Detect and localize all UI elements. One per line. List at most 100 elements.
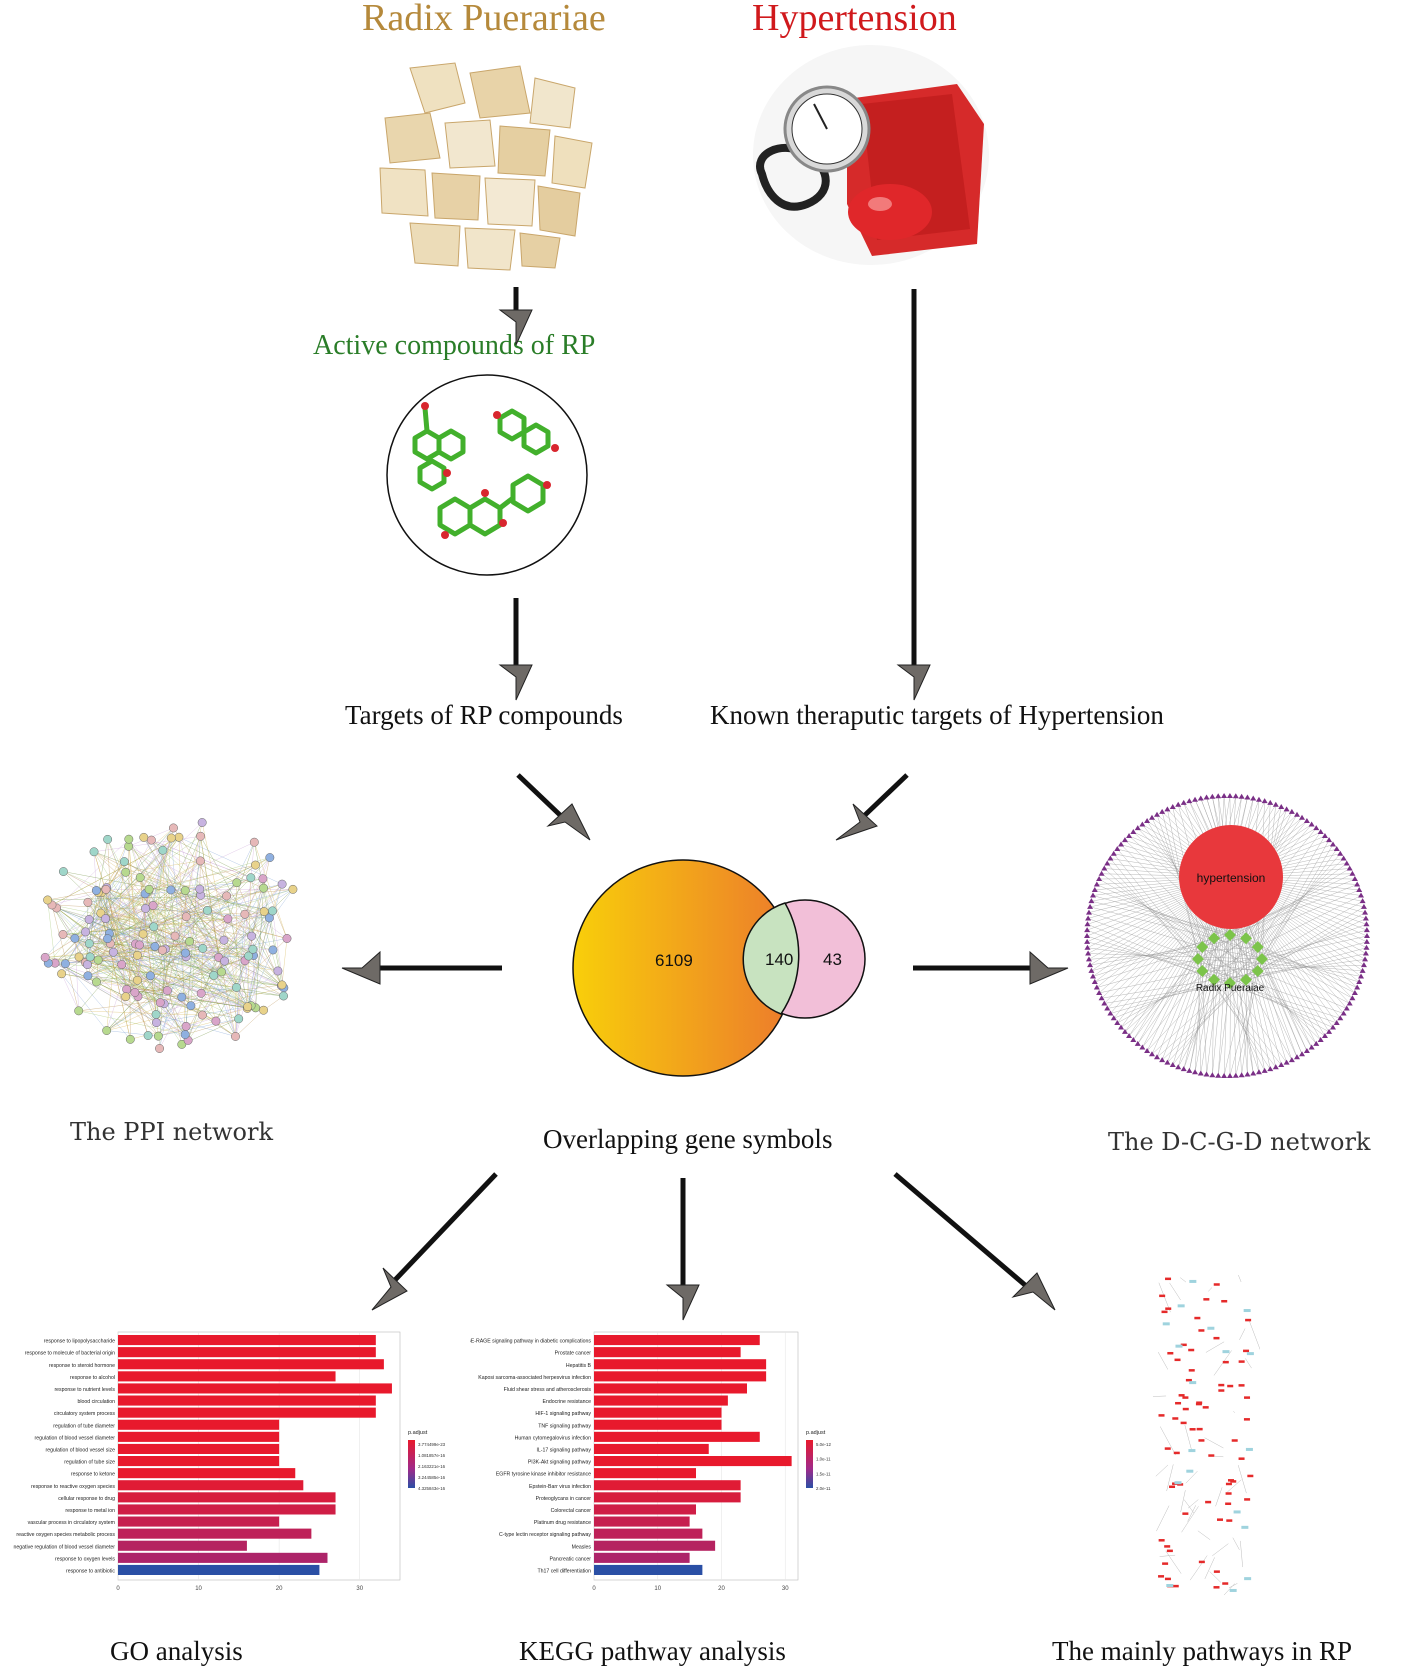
bar (118, 1431, 280, 1442)
category-label: Human cytomegalovirus infection (515, 1435, 592, 1441)
venn-left-count: 6109 (655, 951, 693, 970)
category-label: Pancreatic cancer (549, 1556, 591, 1562)
category-label: regulation of tube diameter (53, 1423, 115, 1429)
category-label: response to steroid hormone (49, 1363, 115, 1369)
venn-diagram: 6109 140 43 (572, 859, 866, 1077)
category-label: response to oxygen levels (55, 1556, 115, 1562)
arrowhead-8 (371, 1267, 408, 1311)
targets-rp-label: Targets of RP compounds (345, 700, 623, 730)
hypertension-node-label: hypertension (1197, 871, 1266, 885)
bar (594, 1431, 760, 1442)
bar (118, 1407, 376, 1418)
bar (118, 1516, 280, 1527)
bar (594, 1528, 703, 1539)
bar (594, 1347, 741, 1358)
legend-tick-label: 1.081857e-16 (418, 1453, 446, 1458)
bar (594, 1443, 709, 1454)
bar (118, 1480, 304, 1491)
category-label: Platinum drug resistance (534, 1520, 591, 1526)
x-tick-label: 30 (782, 1586, 789, 1592)
category-label: Colorectal cancer (551, 1508, 592, 1514)
arrowhead-7 (1029, 950, 1069, 985)
category-label: blood circulation (78, 1399, 116, 1405)
legend-tick-label: 4.325843e-16 (418, 1486, 446, 1491)
bar (594, 1564, 703, 1575)
arrow-known-to-venn (863, 773, 909, 817)
category-label: negative regulation of blood vessel diam… (13, 1544, 115, 1550)
radix-puerariae-title: Radix Puerariae (362, 0, 606, 39)
bar (594, 1395, 728, 1406)
category-label: Measles (572, 1544, 592, 1550)
category-label: response to molecule of bacterial origin (25, 1351, 115, 1357)
arrowhead-4 (546, 803, 591, 841)
bar (118, 1347, 376, 1358)
bar (594, 1492, 741, 1503)
bar (594, 1552, 690, 1563)
known-targets-label: Known theraputic targets of Hypertension (710, 700, 1164, 730)
kegg-analysis-label: KEGG pathway analysis (519, 1636, 786, 1666)
bar (118, 1564, 320, 1575)
dcgd-label: The D-C-G-D network (1108, 1128, 1371, 1156)
category-label: Th17 cell differentiation (537, 1568, 591, 1574)
venn-right-count: 43 (823, 950, 842, 969)
compounds-molecule-circle (386, 374, 588, 576)
x-tick-label: 20 (718, 1586, 725, 1592)
category-label: regulation of tube size (64, 1460, 115, 1466)
legend-tick-label: 3.244585e-16 (418, 1475, 446, 1480)
bar (594, 1335, 760, 1346)
bar (594, 1419, 722, 1430)
arrowhead-10 (1011, 1272, 1056, 1311)
legend-title: p.adjust (806, 1430, 826, 1436)
bar (594, 1371, 767, 1382)
bar (594, 1468, 696, 1479)
category-label: PI3K-Akt signaling pathway (528, 1460, 592, 1466)
x-tick-label: 10 (195, 1586, 202, 1592)
bar (594, 1540, 716, 1551)
category-label: reactive oxygen species metabolic proces… (16, 1532, 115, 1538)
hypertension-title: Hypertension (752, 0, 957, 39)
bar (118, 1492, 336, 1503)
ppi-network-graph (40, 818, 298, 1053)
blood-pressure-cuff-image (753, 45, 989, 265)
go-analysis-label: GO analysis (110, 1636, 243, 1666)
category-label: Hepatitis B (566, 1363, 592, 1369)
category-label: vascular process in circulatory system (28, 1520, 115, 1526)
ppi-nodes (40, 818, 298, 1053)
bar (118, 1335, 376, 1346)
bar (594, 1383, 747, 1394)
category-label: TNF signaling pathway (538, 1423, 591, 1429)
category-label: response to ketone (71, 1472, 115, 1478)
radix-node-label: Radix Pueraiae (1196, 983, 1265, 994)
mainly-pathways-label: The mainly pathways in RP (1052, 1636, 1352, 1666)
bar (118, 1395, 376, 1406)
arrowhead-5 (835, 803, 878, 841)
arrowhead-9 (665, 1284, 700, 1321)
category-label: C-type lectin receptor signaling pathway (499, 1532, 591, 1538)
x-tick-label: 0 (592, 1586, 596, 1592)
bar (118, 1468, 296, 1479)
category-label: Fluid shear stress and atherosclerosis (504, 1387, 592, 1393)
category-label: IL-17 signaling pathway (536, 1447, 591, 1453)
category-label: response to nutrient levels (54, 1387, 115, 1393)
category-label: response to metal ion (65, 1508, 115, 1514)
arrow-targets-to-venn (516, 773, 562, 817)
legend-tick-label: 1.5e-11 (816, 1471, 831, 1476)
category-label: Epstein-Barr virus infection (529, 1484, 591, 1490)
bar (594, 1407, 722, 1418)
bar (118, 1443, 280, 1454)
category-label: response to lipopolysaccharide (44, 1339, 115, 1345)
legend-title: p.adjust (408, 1430, 428, 1436)
dcgd-network-graph: hypertension Radix Pueraiae (1084, 793, 1370, 1078)
x-tick-label: 20 (276, 1586, 283, 1592)
bar (594, 1504, 696, 1515)
category-label: circulatory system process (54, 1411, 116, 1417)
category-label: response to reactive oxygen species (31, 1484, 115, 1490)
bar (118, 1504, 336, 1515)
category-label: cellular response to drug (58, 1496, 115, 1502)
category-label: Endocrine resistance (543, 1399, 592, 1405)
x-tick-label: 30 (356, 1586, 363, 1592)
category-label: HIF-1 signaling pathway (535, 1411, 591, 1417)
category-label: Kaposi sarcoma-associated herpesvirus in… (478, 1375, 591, 1381)
venn-shared-count: 140 (765, 950, 793, 969)
